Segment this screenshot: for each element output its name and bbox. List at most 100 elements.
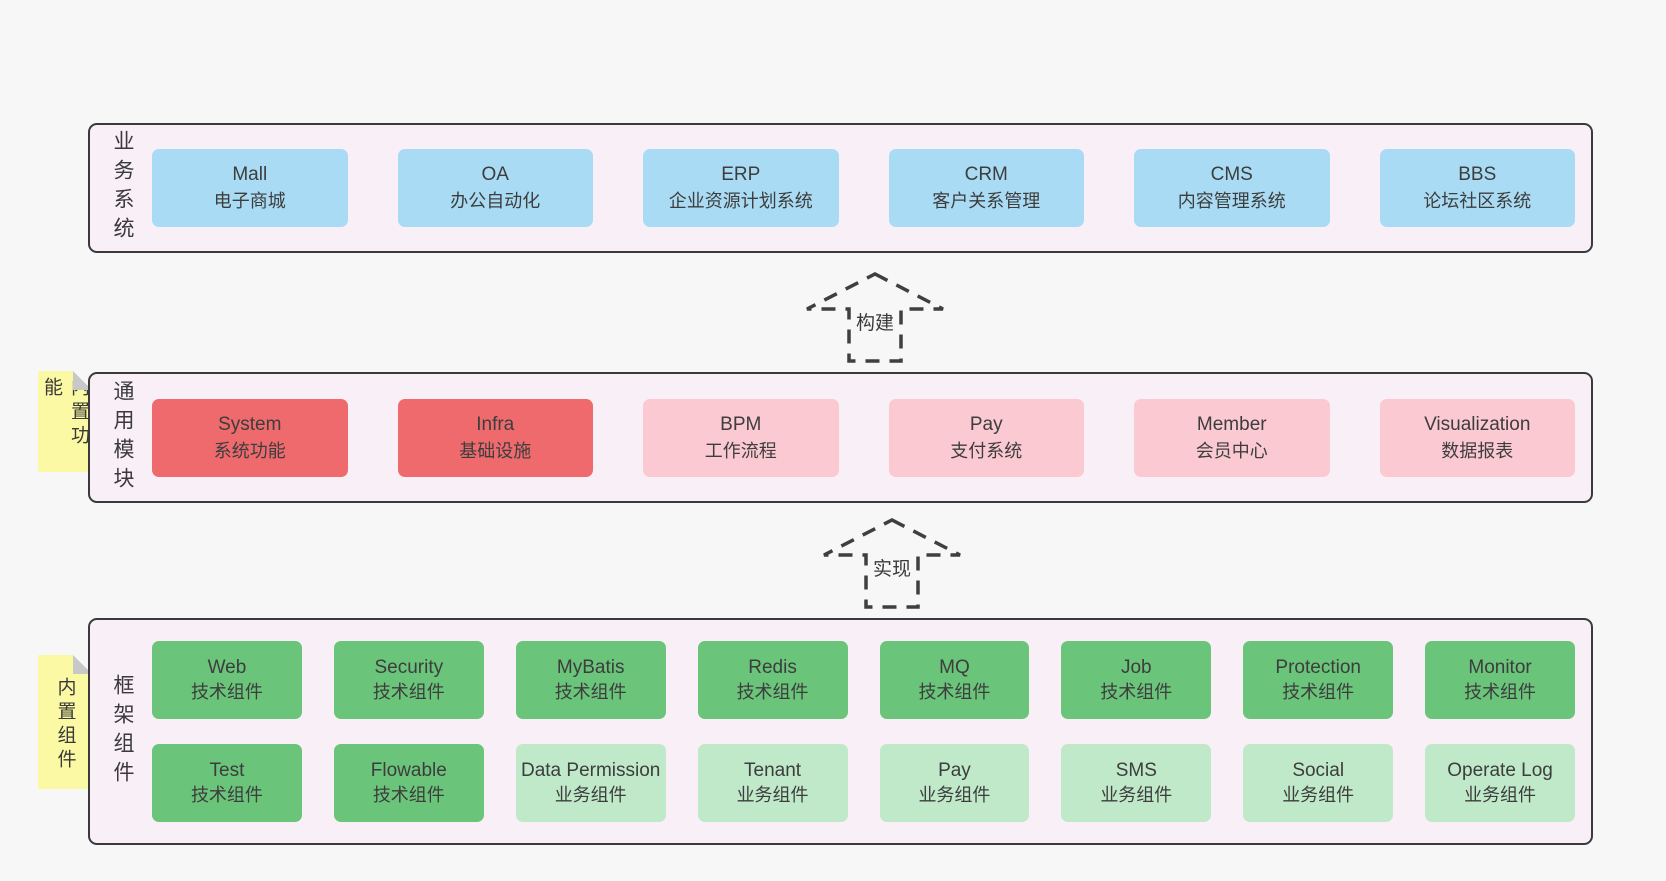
box-name: CMS — [1210, 164, 1253, 185]
framework-components-label: 框架组件 — [111, 673, 134, 790]
box-cms: CMS 内容管理系统 — [1134, 149, 1330, 227]
tag-text: 内置功能 — [41, 377, 89, 449]
box-crm: CRM 客户关系管理 — [888, 149, 1084, 227]
box-desc: 论坛社区系统 — [1423, 191, 1532, 211]
box-name: Pay — [938, 760, 971, 781]
box-tenant: Tenant 业务组件 — [697, 744, 848, 822]
box-desc: 数据报表 — [1441, 440, 1514, 461]
box-mybatis: MyBatis 技术组件 — [515, 641, 666, 719]
box-flowable: Flowable 技术组件 — [333, 744, 484, 822]
box-protection: Protection 技术组件 — [1243, 641, 1394, 719]
box-system: System 系统功能 — [152, 398, 348, 477]
box-desc: 业务组件 — [554, 785, 627, 805]
box-desc: 技术组件 — [190, 785, 263, 805]
box-operate-log: Operate Log 业务组件 — [1425, 744, 1575, 822]
box-name: Visualization — [1424, 413, 1531, 435]
box-name: Flowable — [370, 760, 447, 781]
business-systems-panel: 业务系统 Mall 电子商城 OA 办公自动化 ERP 企业资源计划系统 CRM… — [88, 123, 1593, 253]
box-name: OA — [481, 164, 509, 185]
box-name: Tenant — [744, 760, 802, 781]
box-job: Job 技术组件 — [1061, 641, 1212, 719]
box-name: Pay — [969, 413, 1003, 435]
framework-components-panel: 框架组件 Web 技术组件 Security 技术组件 MyBatis 技术组件… — [88, 618, 1593, 845]
box-desc: 技术组件 — [372, 682, 445, 702]
box-social: Social 业务组件 — [1243, 744, 1394, 822]
implement-arrow-label: 实现 — [869, 554, 915, 581]
box-infra: Infra 基础设施 — [397, 398, 593, 477]
business-systems-boxes: Mall 电子商城 OA 办公自动化 ERP 企业资源计划系统 CRM 客户关系… — [152, 149, 1575, 227]
box-desc: 业务组件 — [1100, 785, 1173, 805]
box-name: BBS — [1458, 164, 1497, 185]
box-desc: 业务组件 — [1282, 785, 1355, 805]
box-member: Member 会员中心 — [1134, 398, 1330, 477]
box-desc: 业务组件 — [918, 785, 991, 805]
box-desc: 技术组件 — [1464, 682, 1537, 702]
box-visualization: Visualization 数据报表 — [1379, 398, 1575, 477]
box-name: Job — [1120, 657, 1152, 678]
box-name: SMS — [1115, 760, 1157, 781]
box-desc: 技术组件 — [1282, 682, 1355, 702]
box-web: Web 技术组件 — [152, 641, 302, 719]
up-arrow-icon — [806, 272, 944, 363]
box-test: Test 技术组件 — [152, 744, 302, 822]
up-arrow-icon — [823, 518, 961, 609]
box-monitor: Monitor 技术组件 — [1425, 641, 1575, 719]
box-name: Mall — [232, 164, 268, 185]
box-desc: 客户关系管理 — [932, 191, 1041, 211]
box-desc: 系统功能 — [213, 440, 286, 461]
framework-components-grid: Web 技术组件 Security 技术组件 MyBatis 技术组件 Redi… — [152, 641, 1575, 822]
box-name: Social — [1292, 760, 1345, 781]
box-desc: 技术组件 — [918, 682, 991, 702]
box-name: Monitor — [1468, 657, 1532, 678]
box-desc: 企业资源计划系统 — [668, 191, 813, 211]
box-security: Security 技术组件 — [333, 641, 484, 719]
box-desc: 技术组件 — [1100, 682, 1173, 702]
box-bbs: BBS 论坛社区系统 — [1379, 149, 1575, 227]
box-name: Operate Log — [1447, 760, 1553, 781]
box-data-permission: Data Permission 业务组件 — [515, 744, 666, 822]
box-desc: 业务组件 — [736, 785, 809, 805]
box-name: Web — [207, 657, 247, 678]
box-desc: 技术组件 — [554, 682, 627, 702]
box-name: Test — [209, 760, 245, 781]
box-mall: Mall 电子商城 — [152, 149, 348, 227]
common-modules-label: 通用模块 — [111, 379, 134, 496]
box-bpm: BPM 工作流程 — [643, 398, 839, 477]
box-name: Infra — [476, 413, 515, 435]
tag-text: 内置组件 — [54, 677, 76, 773]
box-name: ERP — [721, 164, 761, 185]
box-name: Redis — [748, 657, 797, 678]
box-mq: MQ 技术组件 — [879, 641, 1030, 719]
build-arrow: 构建 — [805, 272, 945, 364]
box-desc: 电子商城 — [213, 191, 286, 211]
box-redis: Redis 技术组件 — [697, 641, 848, 719]
box-name: CRM — [964, 164, 1008, 185]
box-desc: 支付系统 — [950, 440, 1023, 461]
business-systems-label: 业务系统 — [111, 130, 134, 246]
box-desc: 会员中心 — [1195, 440, 1268, 461]
box-desc: 技术组件 — [190, 682, 263, 702]
box-sms: SMS 业务组件 — [1061, 744, 1212, 822]
box-oa: OA 办公自动化 — [397, 149, 593, 227]
box-name: Member — [1196, 413, 1267, 435]
box-name: Protection — [1275, 657, 1361, 678]
box-name: Security — [374, 657, 444, 678]
built-in-features-tag: 内置功能 — [38, 371, 92, 472]
box-name: System — [218, 413, 282, 435]
box-name: Data Permission — [520, 760, 661, 781]
box-erp: ERP 企业资源计划系统 — [643, 149, 839, 227]
box-desc: 技术组件 — [372, 785, 445, 805]
common-modules-boxes: System 系统功能 Infra 基础设施 BPM 工作流程 Pay 支付系统… — [152, 398, 1575, 477]
built-in-components-tag: 内置组件 — [38, 655, 92, 789]
build-arrow-label: 构建 — [852, 308, 898, 335]
box-desc: 技术组件 — [736, 682, 809, 702]
box-desc: 内容管理系统 — [1177, 191, 1286, 211]
box-desc: 工作流程 — [704, 440, 777, 461]
implement-arrow: 实现 — [822, 518, 962, 610]
box-pay-component: Pay 业务组件 — [879, 744, 1030, 822]
box-pay-module: Pay 支付系统 — [888, 398, 1084, 477]
box-name: MyBatis — [556, 657, 625, 678]
box-name: BPM — [720, 413, 762, 435]
box-desc: 办公自动化 — [450, 191, 541, 211]
